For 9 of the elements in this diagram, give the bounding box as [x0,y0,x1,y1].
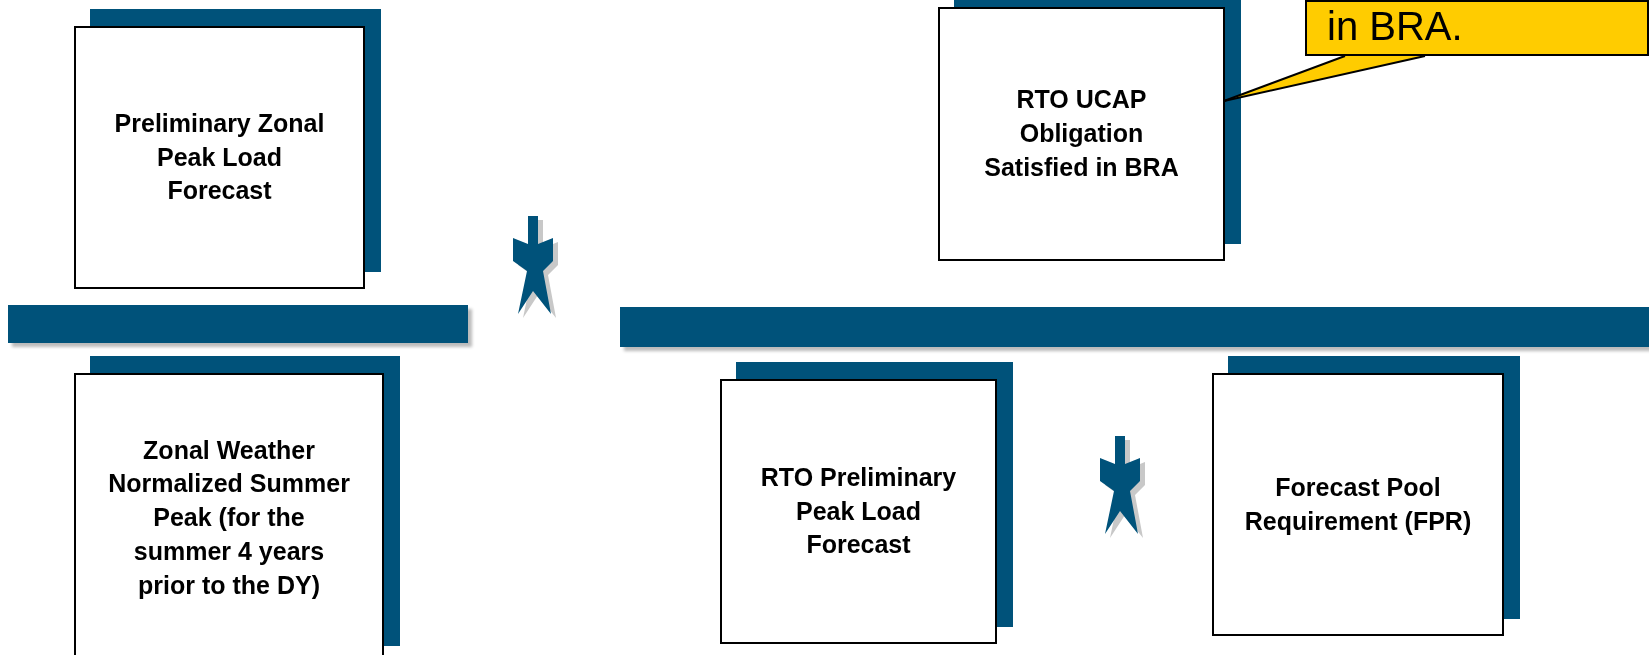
fraction-bar [620,307,1649,347]
term-text: Forecast Pool Requirement (FPR) [1243,471,1473,537]
callout-text: in BRA. [1326,4,1463,50]
term-text: Zonal Weather Normalized Summer Peak (for the summer 4 years prior to the DY) [107,434,351,601]
connector [1223,55,1346,102]
term-text: RTO Preliminary Peak Load Forecast [759,461,958,561]
term-text: RTO UCAP Obligation Satisfied in BRA [983,84,1180,183]
term-text: Preliminary Zonal Peak Load Forecast [113,107,326,207]
fraction-bar [8,305,468,343]
